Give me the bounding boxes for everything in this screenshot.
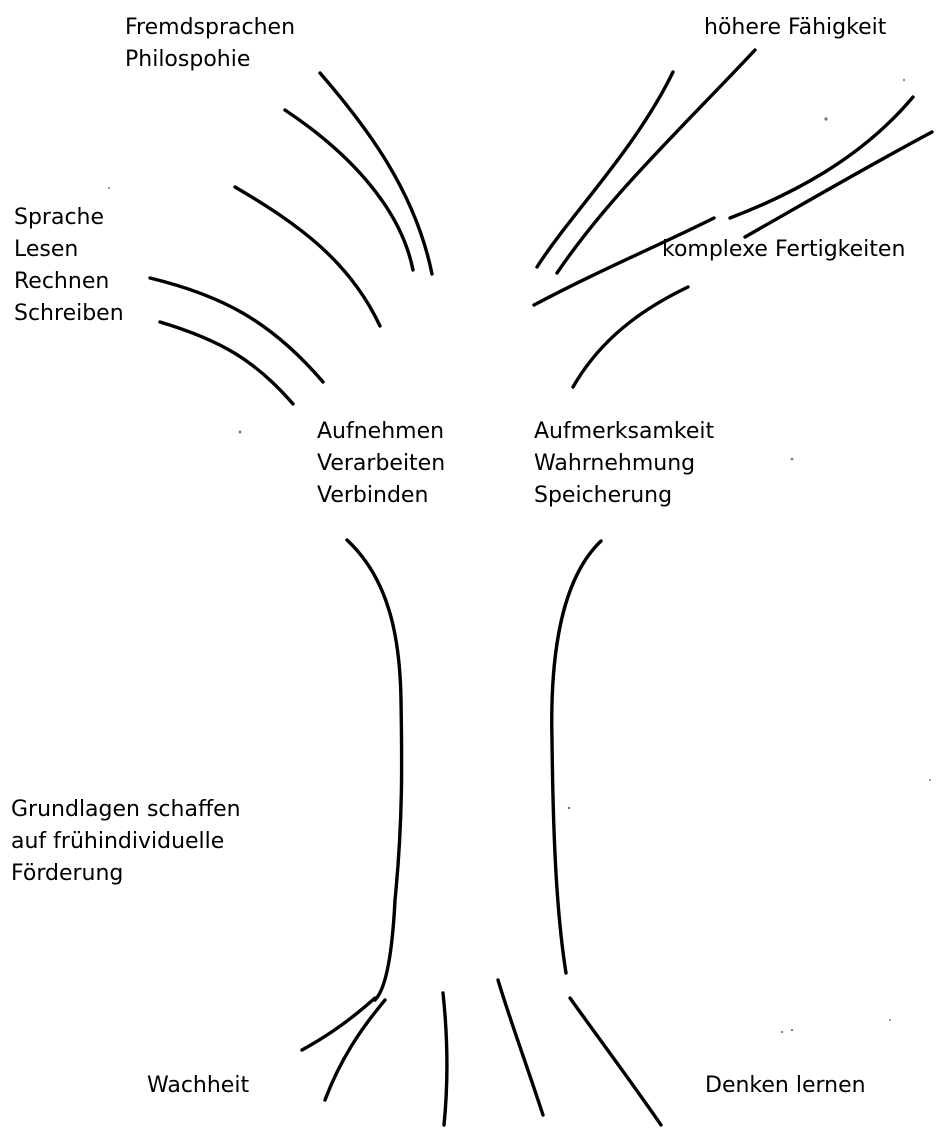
branch-stroke-top-left-2 xyxy=(285,110,413,270)
speck xyxy=(903,79,905,81)
speck xyxy=(781,1031,783,1033)
label-aufnehmen: Aufnehmen xyxy=(317,416,445,448)
label-right-branch: komplexe Fertigkeiten xyxy=(662,234,905,266)
label-trunk-left: Grundlagen schaffen auf frühindividuelle… xyxy=(11,794,241,890)
label-center-right: Aufmerksamkeit Wahrnehmung Speicherung xyxy=(534,416,714,512)
label-lesen: Lesen xyxy=(14,234,124,266)
label-grundlagen-schaffen: Grundlagen schaffen xyxy=(11,794,241,826)
branch-stroke-mid-left xyxy=(235,187,380,326)
label-auf-fruehindividuelle: auf frühindividuelle xyxy=(11,826,241,858)
label-speicherung: Speicherung xyxy=(534,480,714,512)
label-rechnen: Rechnen xyxy=(14,266,124,298)
label-schreiben: Schreiben xyxy=(14,298,124,330)
label-left-branch: Sprache Lesen Rechnen Schreiben xyxy=(14,202,124,330)
trunk-stroke-left xyxy=(347,540,402,1000)
label-verarbeiten: Verarbeiten xyxy=(317,448,445,480)
label-fremdsprachen: Fremdsprachen xyxy=(125,12,295,44)
label-hoehere-faehigkeit: höhere Fähigkeit xyxy=(704,12,886,44)
speck xyxy=(108,187,110,189)
label-philosophie: Philospohie xyxy=(125,44,295,76)
label-center-left: Aufnehmen Verarbeiten Verbinden xyxy=(317,416,445,512)
branch-stroke-inner-right xyxy=(573,287,688,387)
root-stroke-1 xyxy=(302,998,375,1050)
label-root-right: Denken lernen xyxy=(705,1070,866,1102)
label-wahrnehmung: Wahrnehmung xyxy=(534,448,714,480)
label-wachheit: Wachheit xyxy=(147,1070,249,1102)
label-top-left: Fremdsprachen Philospohie xyxy=(125,12,295,76)
root-stroke-3 xyxy=(443,993,447,1125)
branch-stroke-right-3 xyxy=(745,132,932,237)
speck xyxy=(239,431,242,434)
label-aufmerksamkeit: Aufmerksamkeit xyxy=(534,416,714,448)
trunk-stroke-right xyxy=(552,541,601,973)
speck xyxy=(791,458,794,461)
branch-stroke-top-right-1 xyxy=(537,72,673,267)
root-stroke-4 xyxy=(498,980,543,1115)
label-denken-lernen: Denken lernen xyxy=(705,1070,866,1102)
root-stroke-5 xyxy=(570,998,661,1125)
label-verbinden: Verbinden xyxy=(317,480,445,512)
label-sprache: Sprache xyxy=(14,202,124,234)
speck xyxy=(824,117,827,120)
speck xyxy=(791,1029,793,1031)
branch-stroke-top-left-1 xyxy=(320,73,432,274)
speck xyxy=(889,1019,891,1021)
label-foerderung: Förderung xyxy=(11,858,241,890)
branch-stroke-left-1 xyxy=(150,278,323,382)
speck xyxy=(929,779,931,781)
speck xyxy=(568,807,570,809)
label-top-right: höhere Fähigkeit xyxy=(704,12,886,44)
label-root-left: Wachheit xyxy=(147,1070,249,1102)
label-komplexe-fertigkeiten: komplexe Fertigkeiten xyxy=(662,234,905,266)
